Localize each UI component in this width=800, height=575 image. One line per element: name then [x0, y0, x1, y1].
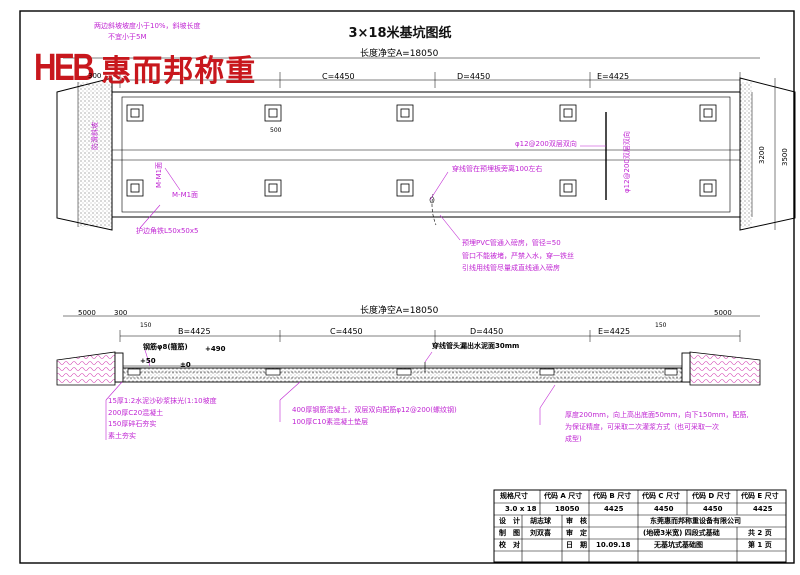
section-dim-150-right: 150 — [655, 322, 667, 329]
tb-header-e: 代码 E 尺寸 — [741, 492, 779, 500]
section-seg-c: C=4450 — [330, 327, 363, 336]
tb-draw-label: 制 图 — [499, 529, 520, 537]
section-dim-5000-right: 5000 — [714, 309, 732, 317]
company-logo: HEB 惠而邦称重 — [34, 46, 256, 90]
tb-header-a: 代码 A 尺寸 — [544, 492, 583, 500]
section-seg-e: E=4425 — [598, 327, 631, 336]
tb-date-label: 日 期 — [566, 541, 587, 549]
section-note-right-3: 成型) — [565, 435, 582, 443]
plan-conduit-note: 穿线管在预埋板旁离100左右 — [452, 165, 543, 173]
section-dim-300: 300 — [114, 309, 128, 317]
plan-dim-3200: 3200 — [758, 146, 766, 164]
tb-value-b: 4425 — [604, 505, 624, 513]
plan-seg-d: D=4450 — [457, 72, 491, 81]
tb-design-name: 胡志球 — [530, 517, 551, 525]
drawing-title: 3×18米基坑图纸 — [348, 26, 452, 41]
tb-scheme: (地磅3米宽) 四段式基础 — [643, 529, 720, 537]
section-elev-0: ±0 — [180, 361, 191, 369]
section-note-mid-2: 100厚C10素混凝土垫层 — [292, 418, 369, 426]
tb-value-d: 4450 — [703, 505, 723, 513]
section-note-left-3: 150厚碎石夯实 — [108, 420, 157, 428]
tb-value-e: 4425 — [753, 505, 773, 513]
tb-header-spec: 规格尺寸 — [500, 492, 528, 500]
plan-total-length: 长度净空A=18050 — [360, 49, 439, 59]
tb-design-label: 设 计 — [499, 517, 520, 525]
plan-view — [56, 57, 796, 241]
section-note-mid-1: 400厚钢筋混凝土，双层双向配筋φ12@200(螺纹钢) — [292, 406, 457, 414]
plan-slope-label: 防滑斜坡 — [91, 122, 99, 150]
plan-pipe-horizontal: φ12@200双层双向 — [515, 140, 577, 148]
section-view — [56, 315, 761, 440]
section-seg-d: D=4450 — [470, 327, 504, 336]
tb-header-d: 代码 D 尺寸 — [692, 492, 731, 500]
tb-review-label: 审 核 — [566, 517, 587, 525]
logo-name: 惠而邦称重 — [101, 54, 257, 89]
plan-pvc-note-3: 引线用线管尽量成直线通入磅房 — [462, 264, 560, 272]
tb-value-c: 4450 — [654, 505, 674, 513]
section-left-slope — [56, 351, 116, 386]
section-note-left-2: 200厚C20混凝土 — [108, 409, 164, 417]
section-note-right-2: 为保证精度，可采取二次灌浆方式（也可采取一次 — [565, 423, 719, 431]
plan-slope-note-2: 不宜小于5M — [108, 33, 147, 41]
plan-pvc-note-2: 管口不能被堵，严禁入水，穿一铁丝 — [462, 252, 574, 260]
tb-date: 10.09.18 — [596, 541, 631, 549]
tb-company: 东莞惠而邦称重设备有限公司 — [650, 517, 741, 525]
plan-pipe-vertical: φ12@200双层双向 — [623, 131, 631, 193]
title-block-grid — [493, 489, 787, 563]
plan-angle-note: 护边角铁L50x50x5 — [136, 227, 199, 235]
section-total-length: 长度净空A=18050 — [360, 306, 439, 316]
section-seg-b: B=4425 — [178, 327, 211, 336]
section-conduit-note: 穿线管头漏出水泥面30mm — [432, 342, 520, 350]
tb-page: 第 1 页 — [748, 541, 772, 549]
plan-dim-500: 500 — [270, 127, 282, 134]
plan-pvc-note-1: 预埋PVC管通入磅房，管径=50 — [462, 239, 561, 247]
tb-check-label: 校 对 — [499, 541, 520, 549]
section-dim-150-left: 150 — [140, 322, 152, 329]
tb-drawing-name: 无基坑式基础图 — [654, 541, 703, 549]
tb-value-spec: 3.0 x 18 — [505, 505, 537, 513]
section-note-left-4: 素土夯实 — [108, 432, 136, 440]
drawing-frame — [19, 10, 795, 564]
tb-header-c: 代码 C 尺寸 — [642, 492, 681, 500]
section-dim-5000-left: 5000 — [78, 309, 96, 317]
plan-dim-3500: 3500 — [781, 148, 789, 166]
section-elev-50: +50 — [140, 357, 156, 365]
plan-seg-c: C=4450 — [322, 72, 355, 81]
tb-draw-name: 刘双喜 — [530, 529, 551, 537]
section-note-left-1: 15厚1:2水泥沙砂浆抹光(1:10坡度 — [108, 397, 217, 405]
plan-section-mark-1: M-M1面 — [155, 161, 163, 188]
plan-section-mark-2: M-M1面 — [172, 191, 199, 199]
plan-seg-e: E=4425 — [597, 72, 630, 81]
tb-header-b: 代码 B 尺寸 — [593, 492, 632, 500]
section-note-right-1: 厚度200mm，向上高出底面50mm，向下150mm，配筋, — [565, 411, 749, 419]
tb-total-pages: 共 2 页 — [748, 529, 772, 537]
plan-slope-note-1: 两边斜坡坡度小于10%，斜坡长度 — [94, 22, 201, 30]
tb-approve-label: 审 定 — [566, 529, 587, 537]
plan-dim-300: 300 — [88, 72, 102, 80]
section-rebar-label: 钢筋φ8(箍筋) — [143, 343, 188, 351]
tb-value-a: 18050 — [555, 505, 580, 513]
section-elev-490: +490 — [205, 345, 226, 353]
logo-mark: HEB — [34, 47, 95, 89]
section-right-slope — [689, 351, 761, 386]
